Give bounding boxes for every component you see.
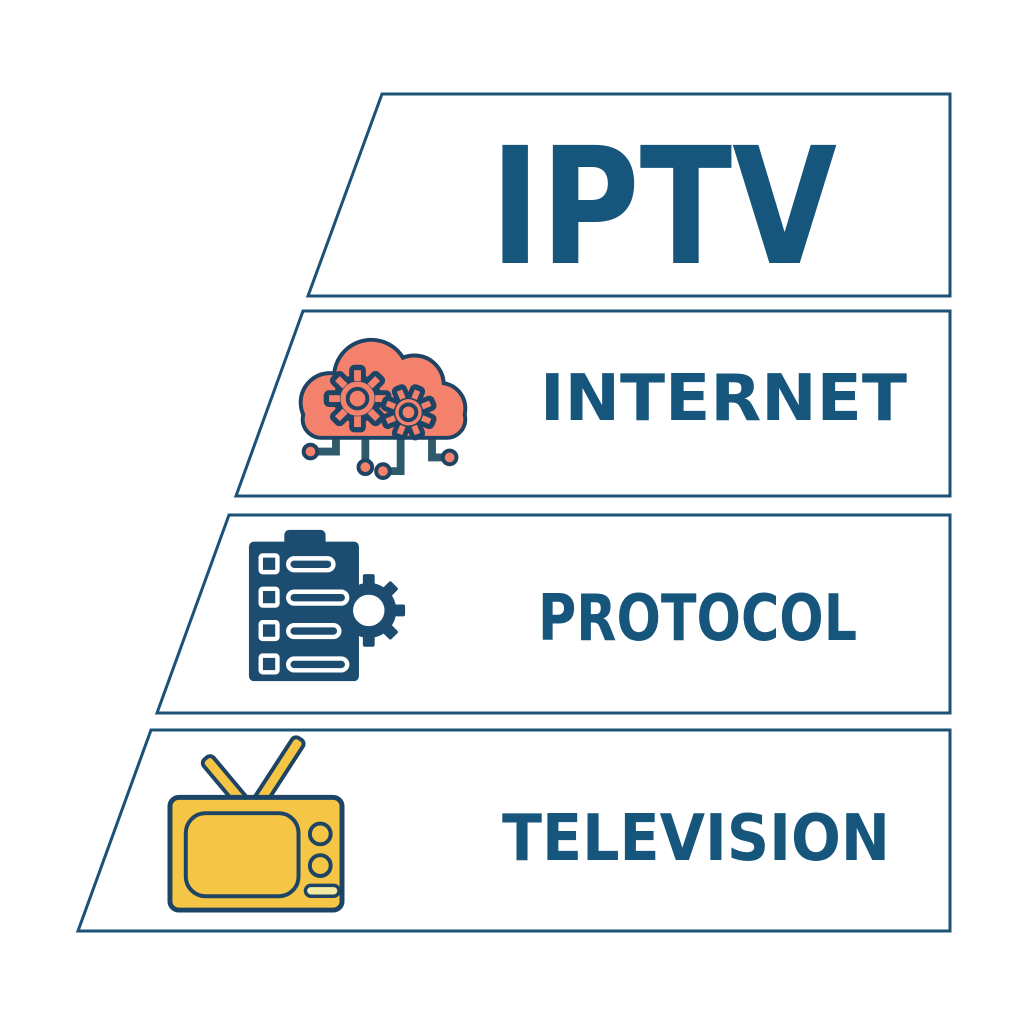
circuit-leads-icon [301, 431, 459, 480]
checklist-gear-icon [248, 529, 406, 682]
gear-small-icon [380, 384, 437, 441]
label-protocol: PROTOCOL [538, 582, 857, 656]
tv-icon [167, 735, 345, 913]
checklist-rows [258, 553, 350, 675]
level-shape-iptv [305, 92, 952, 298]
tv-screen [183, 811, 301, 899]
label-television: TELEVISION [502, 802, 890, 876]
label-internet: INTERNET [540, 362, 907, 436]
tv-knob-bottom [307, 853, 333, 878]
gear-large-icon [323, 364, 392, 433]
cloud-gears-icon [298, 337, 468, 480]
gear-hole [353, 594, 385, 627]
label-iptv: IPTV [490, 114, 837, 302]
tv-knob-top [307, 821, 333, 847]
tv-speaker-bar [303, 883, 341, 898]
clipboard-icon [248, 529, 359, 682]
